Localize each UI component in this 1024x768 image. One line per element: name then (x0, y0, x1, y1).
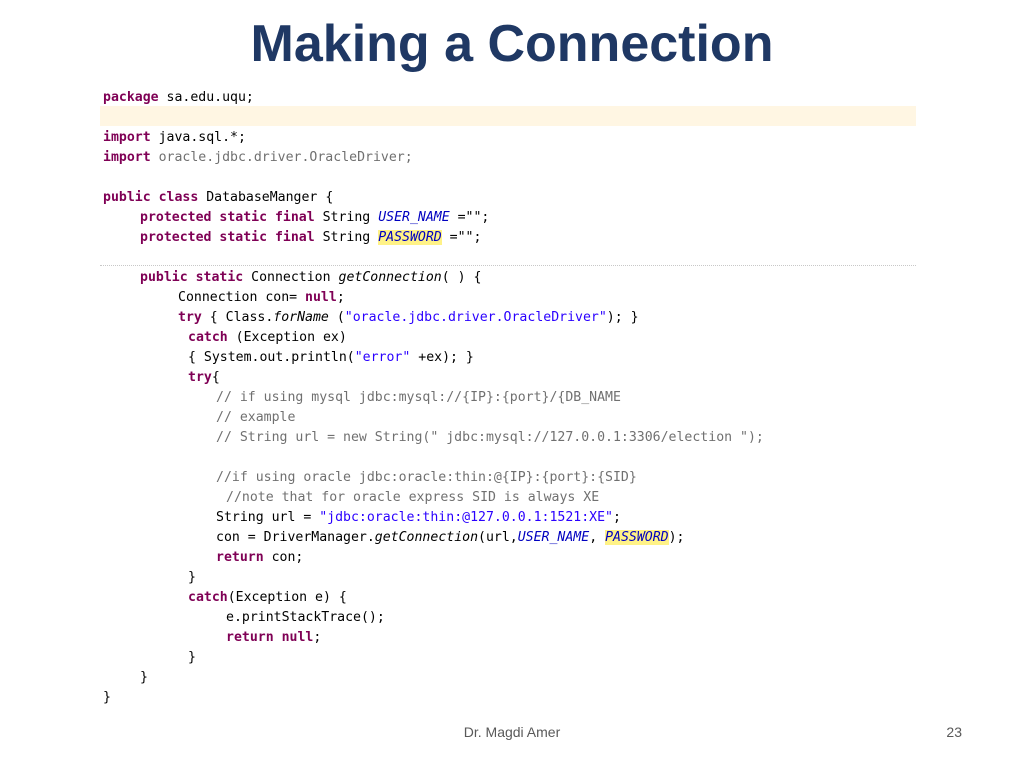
code-text (274, 630, 282, 645)
current-line-highlight (100, 106, 916, 126)
code-line-catch-e: catch(Exception e) { (188, 588, 347, 608)
code-text: String url = (216, 510, 320, 525)
keyword: null (305, 290, 337, 305)
slide-title: Making a Connection (250, 15, 774, 73)
code-line-catch-ex: catch (Exception ex) (188, 328, 347, 348)
code-text: java.sql.*; (150, 130, 246, 145)
code-text: =""; (441, 230, 482, 245)
code-line-package: package sa.edu.uqu; (103, 88, 254, 108)
field-name-highlighted: PASSWORD (378, 230, 442, 245)
code-line-url-decl: String url = "jdbc:oracle:thin:@127.0.0.… (216, 508, 621, 528)
code-line-method-close: } (140, 670, 148, 685)
code-line-class-close: } (103, 690, 111, 705)
code-line-print-stack: e.printStackTrace(); (226, 610, 385, 625)
keyword: import (103, 150, 151, 165)
keyword: try (188, 370, 212, 385)
code-line-return-null: return null; (226, 628, 321, 648)
code-text: (Exception ex) (227, 330, 347, 345)
code-text: oracle.jdbc.driver.OracleDriver; (150, 150, 413, 165)
code-text: DatabaseManger { (198, 190, 334, 205)
keyword: return (226, 630, 274, 645)
code-screenshot: package sa.edu.uqu; import java.sql.*; i… (100, 86, 916, 708)
method-name: getConnection (374, 530, 479, 545)
code-text: ; (336, 290, 345, 305)
code-text: , (589, 530, 606, 545)
code-line-print-error: { System.out.println("error" +ex); } (188, 348, 474, 368)
keyword: protected static final (140, 210, 315, 225)
keyword: import (103, 130, 151, 145)
code-line-password-field: protected static final String PASSWORD =… (140, 228, 481, 248)
code-line-get-connection-call: con = DriverManager.getConnection(url,US… (216, 528, 685, 548)
page-number: 23 (946, 724, 962, 740)
code-line-class-decl: public class DatabaseManger { (103, 188, 333, 208)
code-line-import-driver: import oracle.jdbc.driver.OracleDriver; (103, 148, 413, 168)
code-text: ); (668, 530, 685, 545)
code-line-return-con: return con; (216, 548, 303, 568)
keyword: protected static final (140, 230, 315, 245)
code-text: String (314, 230, 379, 245)
keyword: try (178, 310, 202, 325)
keyword: null (281, 630, 314, 645)
code-line-comment-xe: //note that for oracle express SID is al… (226, 490, 600, 505)
code-text: =""; (449, 210, 490, 225)
code-text: con = DriverManager. (216, 530, 375, 545)
string-literal: "error" (354, 350, 411, 365)
code-line-method-sig: public static Connection getConnection( … (140, 268, 481, 288)
code-text: Connection con= (178, 290, 306, 305)
code-line-catch-close: } (188, 650, 196, 665)
code-line-user-name-field: protected static final String USER_NAME … (140, 208, 489, 228)
method-name: getConnection (338, 270, 442, 285)
code-text: ; (313, 630, 322, 645)
code-line-con-decl: Connection con= null; (178, 288, 345, 308)
keyword: return (216, 550, 264, 565)
code-text: +ex); } (410, 350, 474, 365)
code-text: (url, (478, 530, 518, 545)
code-text: { (211, 370, 220, 385)
keyword: public class (103, 190, 199, 205)
field-name-highlighted: PASSWORD (605, 530, 669, 545)
code-line-comment-oracle: //if using oracle jdbc:oracle:thin:@{IP}… (216, 470, 637, 485)
code-line-comment-mysql-url: // String url = new String(" jdbc:mysql:… (216, 430, 764, 445)
keyword: catch (188, 330, 228, 345)
keyword: catch (188, 590, 228, 605)
field-name: USER_NAME (378, 210, 450, 225)
keyword: public static (140, 270, 244, 285)
string-literal: "jdbc:oracle:thin:@127.0.0.1:1521:XE" (319, 510, 613, 525)
method-name: forName (273, 310, 329, 325)
code-text: ); } (606, 310, 639, 325)
code-line-try-open: try{ (188, 368, 220, 388)
code-line-comment-mysql: // if using mysql jdbc:mysql://{IP}:{por… (216, 390, 621, 405)
code-line-comment-example: // example (216, 410, 296, 425)
code-line-import-sql: import java.sql.*; (103, 128, 246, 148)
code-text: { Class. (201, 310, 274, 325)
code-text: Connection (243, 270, 339, 285)
footer-author: Dr. Magdi Amer (463, 724, 561, 740)
method-separator (100, 265, 916, 266)
code-line-try-close: } (188, 570, 196, 585)
code-text: String (314, 210, 379, 225)
code-text: ; (612, 510, 621, 525)
code-text: { System.out.println( (188, 350, 355, 365)
field-name: USER_NAME (517, 530, 590, 545)
code-text: (Exception e) { (227, 590, 347, 605)
code-text: sa.edu.uqu; (158, 90, 254, 105)
keyword: package (103, 90, 159, 105)
code-text: con; (263, 550, 304, 565)
code-text: ( (328, 310, 345, 325)
code-line-class-forname: try { Class.forName ("oracle.jdbc.driver… (178, 308, 639, 328)
code-text: ( ) { (441, 270, 482, 285)
string-literal: "oracle.jdbc.driver.OracleDriver" (344, 310, 607, 325)
